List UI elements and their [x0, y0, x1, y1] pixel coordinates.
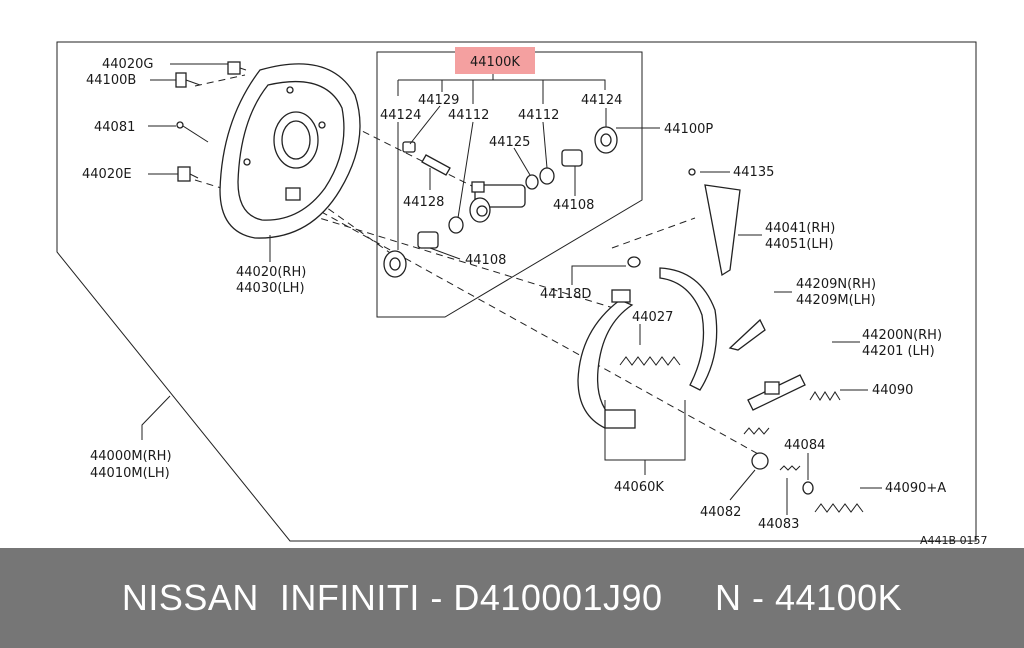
- label-44090A: 44090+A: [885, 481, 946, 496]
- label-44135: 44135: [733, 165, 774, 180]
- boot-44124-right: [594, 126, 618, 154]
- leader: [513, 147, 531, 176]
- spring-44027: [619, 356, 681, 366]
- bolt-44020E: [177, 166, 199, 182]
- leader: [604, 400, 686, 461]
- label-44124-left: 44124: [380, 108, 421, 123]
- backing-plate: [219, 63, 361, 239]
- leader: [457, 121, 474, 219]
- leader: [141, 395, 171, 440]
- label-44118D: 44118D: [540, 287, 591, 302]
- label-44209MLH: 44209M(LH): [796, 293, 876, 308]
- label-44083: 44083: [758, 517, 799, 532]
- label-44100P: 44100P: [664, 122, 713, 137]
- bleeder-44128: [421, 154, 451, 176]
- part-44083: [779, 465, 801, 471]
- label-44020G: 44020G: [102, 57, 153, 72]
- leader: [542, 121, 548, 169]
- adjuster-44200N: [747, 374, 806, 411]
- label-44201LH: 44201 (LH): [862, 344, 935, 359]
- part-44082: [751, 452, 769, 470]
- label-44209NRH: 44209N(RH): [796, 277, 876, 292]
- label-44020RH: 44020(RH): [236, 265, 306, 280]
- label-44030LH: 44030(LH): [236, 281, 305, 296]
- label-44082: 44082: [700, 505, 741, 520]
- spring-44090: [809, 391, 841, 401]
- diagram-frame: [56, 41, 977, 542]
- leader: [398, 79, 606, 90]
- label-44128: 44128: [403, 195, 444, 210]
- boot-44124-left: [383, 250, 407, 278]
- ring-44118D: [627, 256, 641, 268]
- label-44124-right: 44124: [581, 93, 622, 108]
- spring-44090A: [814, 503, 864, 513]
- leader: [571, 265, 626, 285]
- label-44041RH: 44041(RH): [765, 221, 835, 236]
- piston-44108-left: [417, 231, 439, 249]
- label-44200NRH: 44200N(RH): [862, 328, 942, 343]
- label-44112-right: 44112: [518, 108, 559, 123]
- part-44084: [802, 481, 814, 495]
- label-44020E: 44020E: [82, 167, 132, 182]
- label-44081: 44081: [94, 120, 135, 135]
- cup-44112-right: [539, 167, 555, 185]
- leader: [409, 105, 441, 145]
- label-44010MLH: 44010M(LH): [90, 466, 170, 481]
- dashed-line: [299, 199, 761, 456]
- cup-44112-left: [448, 216, 464, 234]
- label-44100B: 44100B: [86, 73, 136, 88]
- label-44129: 44129: [418, 93, 459, 108]
- label-44125: 44125: [489, 135, 530, 150]
- piston-44108-right: [561, 149, 583, 167]
- spring-44090-small: [743, 427, 770, 435]
- dashed-line: [611, 217, 696, 249]
- brake-shoes-44060K: [577, 267, 718, 429]
- label-44060K: 44060K: [614, 480, 664, 495]
- diagram-code: A441B 0157: [920, 534, 988, 547]
- lever-44209N: [728, 318, 766, 351]
- leader: [729, 469, 756, 501]
- label-44027: 44027: [632, 310, 673, 325]
- label-44090: 44090: [872, 383, 913, 398]
- label-44108-left: 44108: [465, 253, 506, 268]
- label-44000MRH: 44000M(RH): [90, 449, 172, 464]
- part-number-text: NISSAN INFINITI - D410001J90 N - 44100K: [121, 577, 903, 618]
- spring-44125: [525, 174, 539, 190]
- wheel-cylinder: [469, 181, 526, 223]
- dashed-line: [194, 74, 246, 87]
- label-44051LH: 44051(LH): [765, 237, 834, 252]
- bolt-44020G: [227, 61, 247, 75]
- label-44108-right: 44108: [553, 198, 594, 213]
- label-44112-left: 44112: [448, 108, 489, 123]
- label-44084: 44084: [784, 438, 825, 453]
- cap-44129: [402, 141, 416, 153]
- stud-44081: [176, 121, 209, 143]
- footer-banner: NISSAN INFINITI - D410001J90 N - 44100K: [0, 548, 1024, 648]
- highlight-44100K: [455, 47, 535, 74]
- wheel-cylinder-box: [376, 51, 643, 318]
- lever-44041: [688, 168, 741, 277]
- label-44100K: 44100K: [470, 55, 520, 70]
- parts-diagram: 44100K 44020G 44100B 44081 44020E 44020(…: [56, 41, 988, 547]
- bolt-44100B: [175, 72, 201, 88]
- leader: [429, 247, 461, 260]
